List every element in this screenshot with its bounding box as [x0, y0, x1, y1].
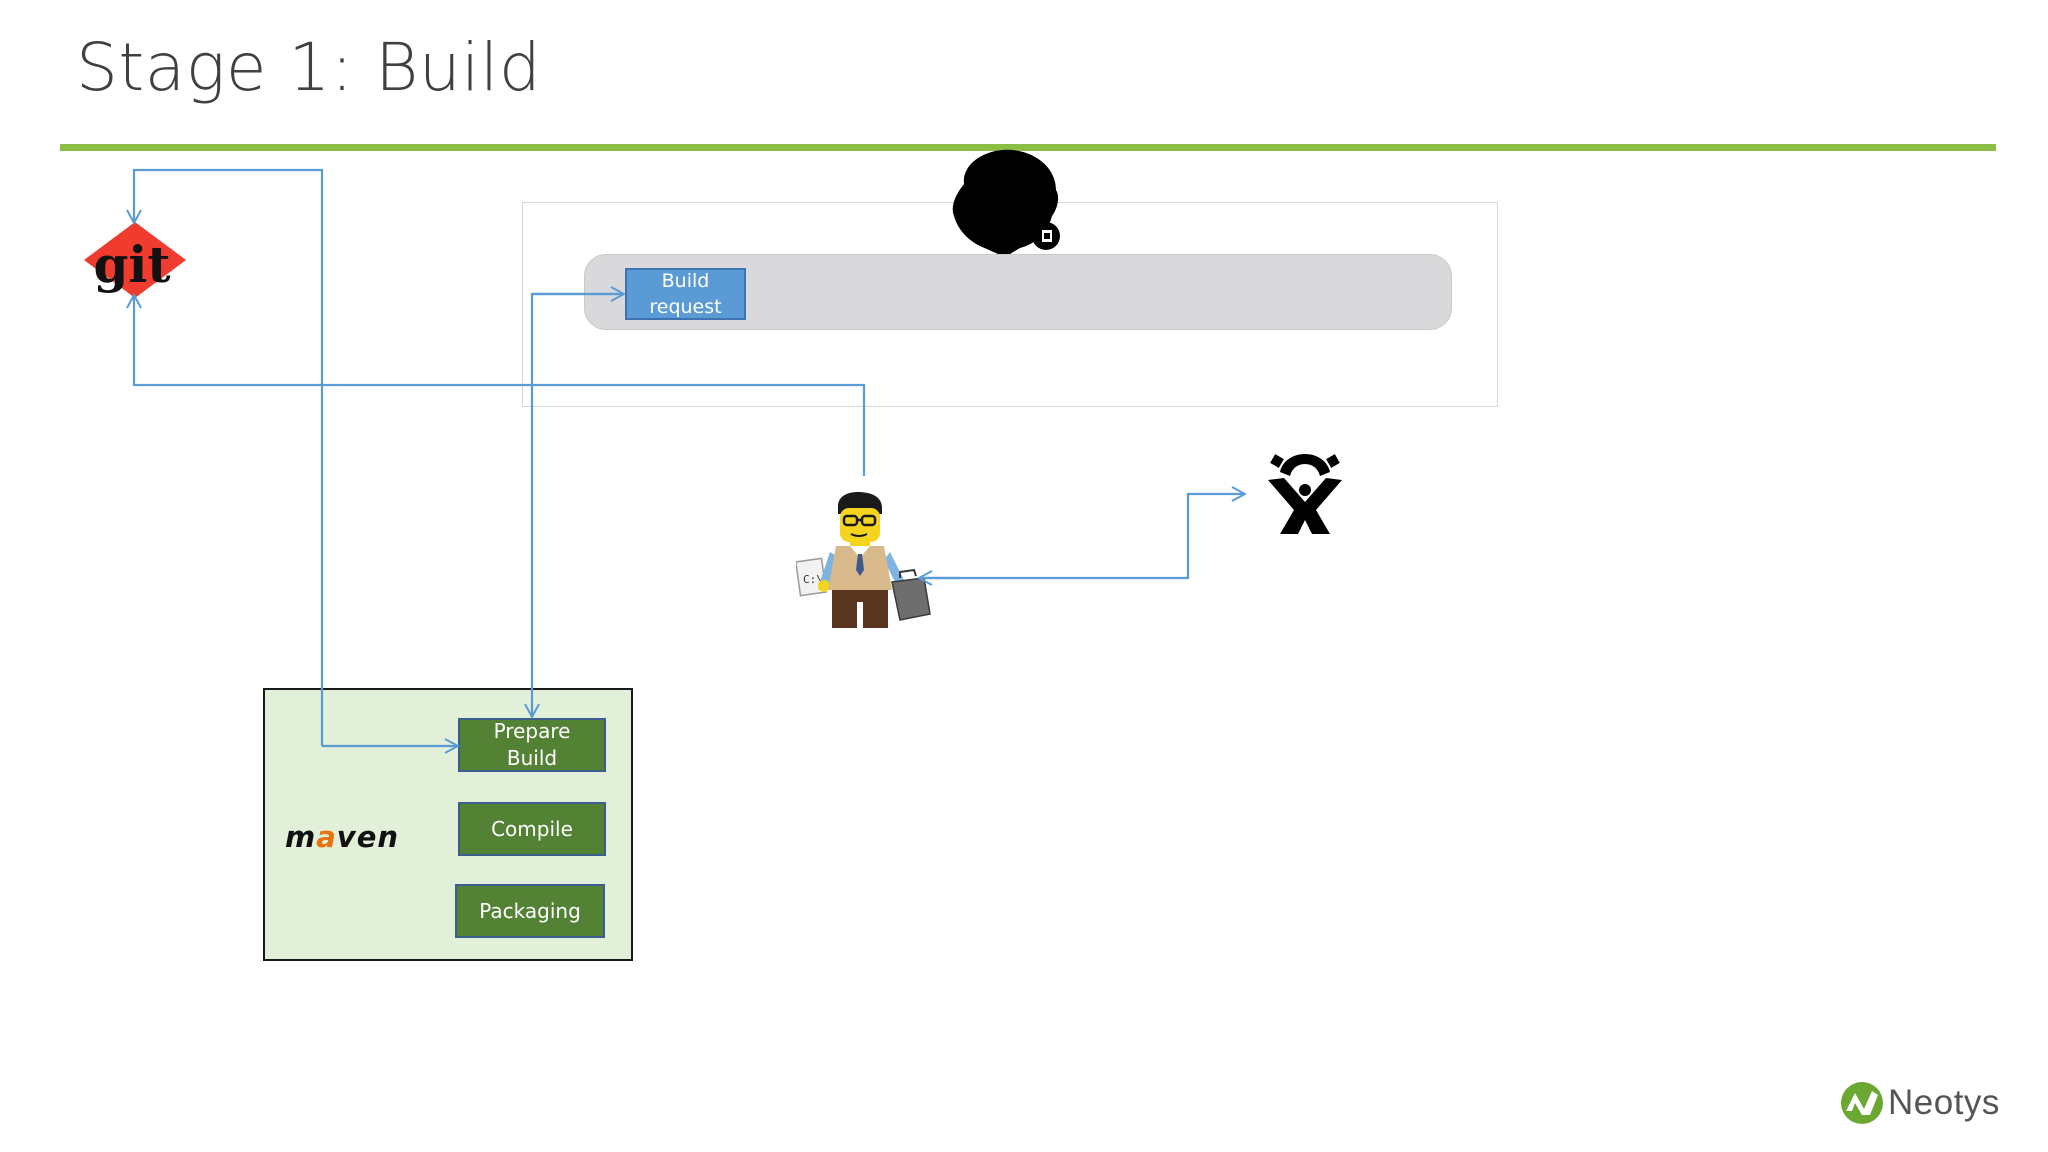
git-logo-icon: git	[80, 218, 190, 302]
atlassian-bamboo-icon	[1262, 450, 1348, 538]
maven-step-label: Compile	[491, 816, 573, 841]
neotys-brand-text: Neotys	[1888, 1083, 2000, 1122]
maven-step-packaging[interactable]: Packaging	[455, 884, 605, 938]
developer-minifigure-icon: C:\	[794, 490, 934, 630]
build-request-label: Build request	[649, 270, 722, 318]
neotys-brand: Neotys	[1840, 1078, 2000, 1128]
maven-step-compile[interactable]: Compile	[458, 802, 606, 856]
ci-server-butler-icon	[944, 144, 1070, 256]
svg-text:C:\: C:\	[803, 573, 823, 586]
git-logo-text: git	[93, 235, 170, 294]
maven-step-label: Prepare Build	[493, 719, 571, 770]
title-divider	[60, 144, 1996, 151]
build-request-box[interactable]: Build request	[625, 268, 746, 320]
connector-developer-to-bamboo	[920, 494, 1244, 580]
maven-step-prepare-build[interactable]: Prepare Build	[458, 718, 606, 772]
slide-title: Stage 1: Build	[76, 29, 542, 106]
neotys-logo-icon	[1841, 1082, 1883, 1124]
maven-step-label: Packaging	[479, 898, 581, 923]
maven-logo: maven	[285, 820, 400, 854]
